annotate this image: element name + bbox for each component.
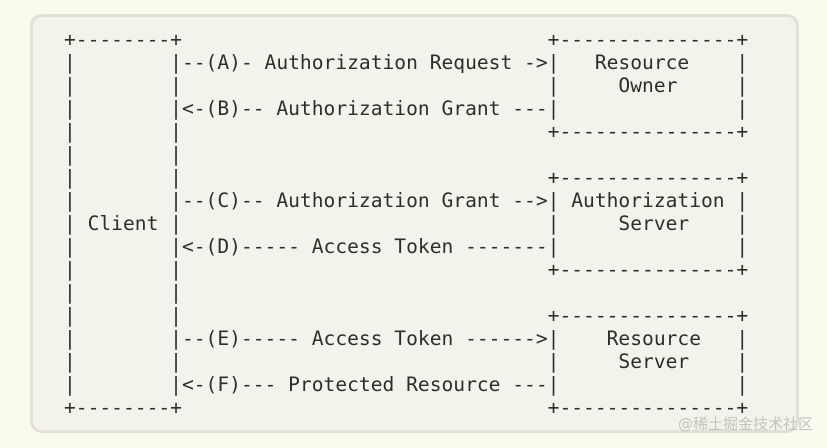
diagram-panel: +--------+ +---------------+| |--(A)- Au… — [30, 14, 799, 433]
diagram-line: | |--(C)-- Authorization Grant -->| Auth… — [64, 189, 749, 212]
diagram-line: +--------+ +---------------+ — [64, 28, 749, 51]
diagram-line: | | +---------------+ — [64, 166, 749, 189]
diagram-line: | | +---------------+ — [64, 304, 749, 327]
diagram-line: | |--(E)----- Access Token ------>| Reso… — [64, 327, 749, 350]
diagram-line: | |<-(F)--- Protected Resource ---| | — [64, 373, 749, 396]
diagram-line: | | +---------------+ — [64, 258, 749, 281]
diagram-line: | Client | | Server | — [64, 212, 749, 235]
diagram-line: | |--(A)- Authorization Request ->| Reso… — [64, 51, 749, 74]
diagram-line: | | | Server | — [64, 350, 749, 373]
oauth-ascii-diagram: +--------+ +---------------+| |--(A)- Au… — [64, 28, 748, 419]
diagram-line: | |<-(D)----- Access Token -------| | — [64, 235, 749, 258]
watermark: @稀土掘金技术社区 — [677, 415, 813, 433]
diagram-line: | | +---------------+ — [64, 120, 749, 143]
diagram-line: | | — [64, 143, 182, 166]
diagram-line: +--------+ +---------------+ — [64, 396, 749, 419]
diagram-line: | | — [64, 281, 182, 304]
diagram-line: | |<-(B)-- Authorization Grant ---| | — [64, 97, 749, 120]
diagram-line: | | | Owner | — [64, 74, 749, 97]
